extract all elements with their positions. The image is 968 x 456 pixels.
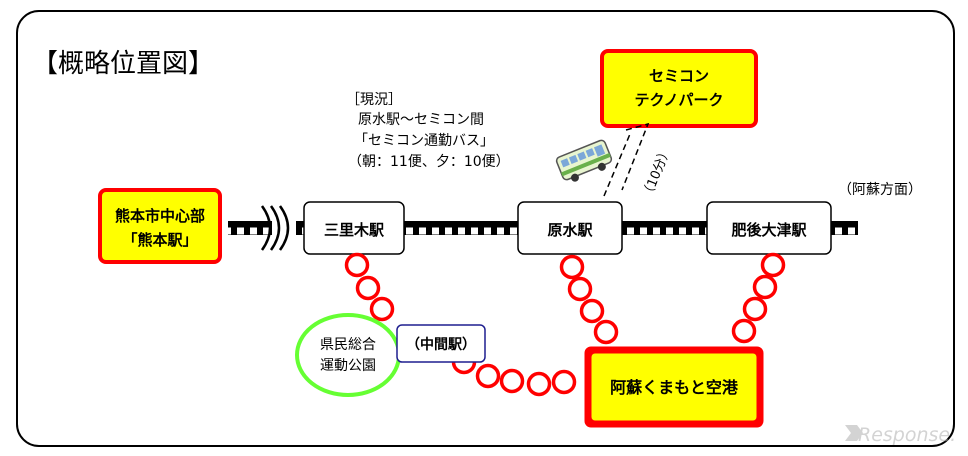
route-ring [559, 254, 585, 280]
route-ring [760, 252, 786, 278]
kumamoto-line1: 熊本市中心部 [115, 207, 205, 225]
techno-park-line2: テクノパーク [634, 91, 723, 109]
park-line2: 運動公園 [320, 358, 376, 374]
route-ring [579, 298, 605, 324]
planned-route [344, 252, 786, 397]
route-ring [499, 368, 525, 394]
kumamoto-line2: 「熊本駅」 [122, 231, 197, 249]
route-ring [742, 296, 768, 322]
status-line-4: （朝：11便、夕：10便） [348, 154, 510, 170]
route-ring [526, 371, 552, 397]
airport-label: 阿蘇くまもと空港 [610, 378, 739, 397]
bus-icon [555, 139, 613, 182]
station-miriki: 三里木駅 [303, 201, 405, 255]
bus-route-dashed [603, 122, 650, 197]
route-ring [567, 276, 593, 302]
route-ring [752, 274, 778, 300]
status-line-3: 「セミコン通勤バス」 [354, 133, 494, 149]
watermark-text: Response. [858, 424, 956, 446]
route-ring [475, 363, 501, 389]
route-ring [355, 275, 381, 301]
aso-kumamoto-airport-box: 阿蘇くまもと空港 [584, 346, 764, 428]
station-haramizu: 原水駅 [517, 201, 623, 255]
kumamoto-station-box: 熊本市中心部 「熊本駅」 [98, 188, 222, 264]
prefectural-sports-park: 県民総合 運動公園 [295, 313, 401, 397]
station-higo-ozu: 肥後大津駅 [706, 201, 832, 255]
status-line-2: 原水駅～セミコン間 [358, 112, 484, 128]
response-watermark: Response. [845, 424, 956, 446]
station-higo-ozu-label: 肥後大津駅 [731, 221, 807, 239]
aso-direction-label: （阿蘇方面） [838, 182, 922, 198]
current-status-note: ［現況］ 原水駅～セミコン間 「セミコン通勤バス」 （朝：11便、夕：10便） [346, 92, 510, 170]
route-ring [551, 369, 577, 395]
station-haramizu-label: 原水駅 [547, 221, 593, 239]
status-line-1: ［現況］ [346, 92, 402, 108]
route-ring [344, 252, 370, 278]
middle-station-label: （中間駅） [406, 336, 476, 353]
techno-park-line1: セミコン [649, 67, 709, 85]
response-logo-icon [845, 425, 863, 441]
route-ring [369, 296, 395, 322]
diagram-title: 【概略位置図】 [32, 49, 214, 79]
track-break-mark [260, 205, 290, 251]
station-miriki-label: 三里木駅 [324, 221, 385, 239]
semicon-techno-park-box: セミコン テクノパーク [600, 49, 758, 128]
park-line1: 県民総合 [320, 337, 376, 353]
route-ring [731, 318, 757, 344]
middle-station-box: （中間駅） [396, 324, 486, 363]
route-ring [593, 319, 619, 345]
